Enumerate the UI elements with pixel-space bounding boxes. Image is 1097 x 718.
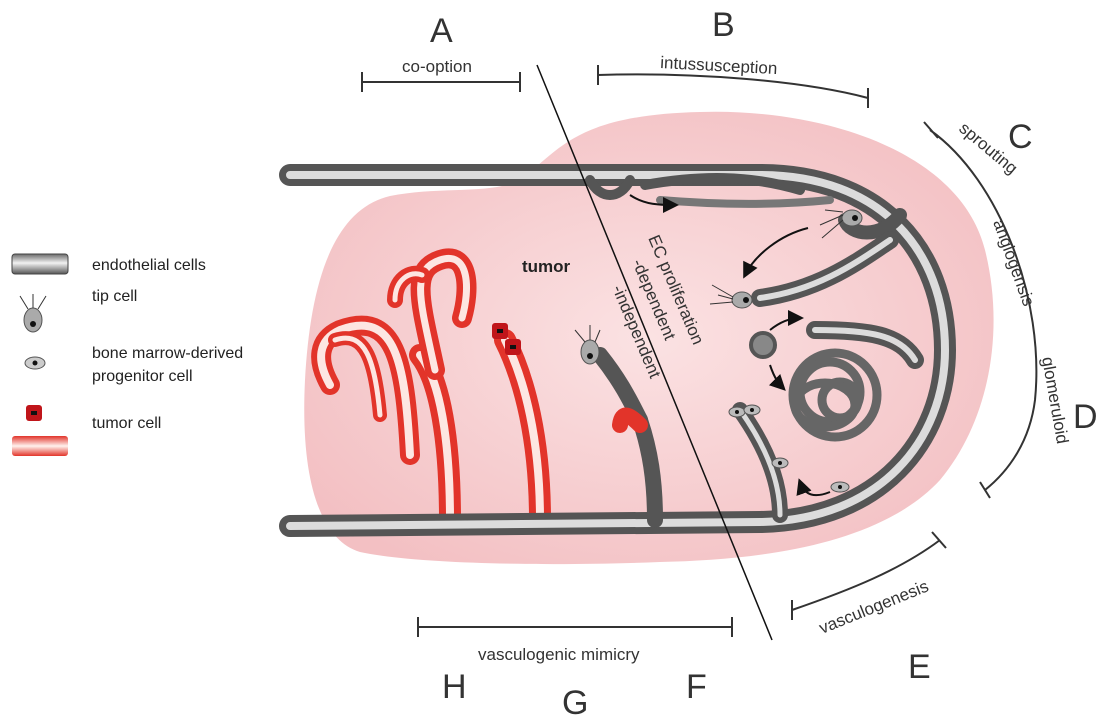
letter-c: C [1008, 118, 1033, 156]
legend-tumor-cell-label: tumor cell [92, 415, 161, 432]
bracket-mimicry [418, 617, 732, 637]
letter-a: A [430, 12, 453, 50]
glomeruloid-seed [751, 333, 775, 357]
letter-b: B [712, 6, 735, 44]
legend: endothelial cells tip cell bone marrow-d… [12, 254, 243, 456]
label-angiogenesis: angiogensis [989, 217, 1038, 309]
legend-tip-cell-label: tip cell [92, 288, 137, 305]
legend-tip-cell-icon [20, 294, 46, 332]
letter-d: D [1073, 398, 1097, 436]
legend-progenitor-label-1: bone marrow-derived [92, 345, 243, 362]
label-vasculogenic-mimicry: vasculogenic mimicry [478, 645, 640, 664]
legend-progenitor-label-2: progenitor cell [92, 368, 193, 385]
letter-g: G [562, 684, 588, 718]
letter-h: H [442, 668, 467, 706]
legend-endothelial-swatch [12, 254, 68, 274]
label-glomeruloid: glomeruloid [1038, 355, 1072, 445]
label-tumor: tumor [522, 257, 571, 276]
legend-progenitor-cell-icon [25, 357, 45, 369]
label-co-option: co-option [402, 57, 472, 76]
label-vasculogenesis: vasculogenesis [816, 577, 931, 638]
legend-tumor-swatch [12, 436, 68, 456]
letter-f: F [686, 668, 707, 706]
letter-e: E [908, 648, 931, 686]
legend-endothelial-label: endothelial cells [92, 257, 206, 274]
